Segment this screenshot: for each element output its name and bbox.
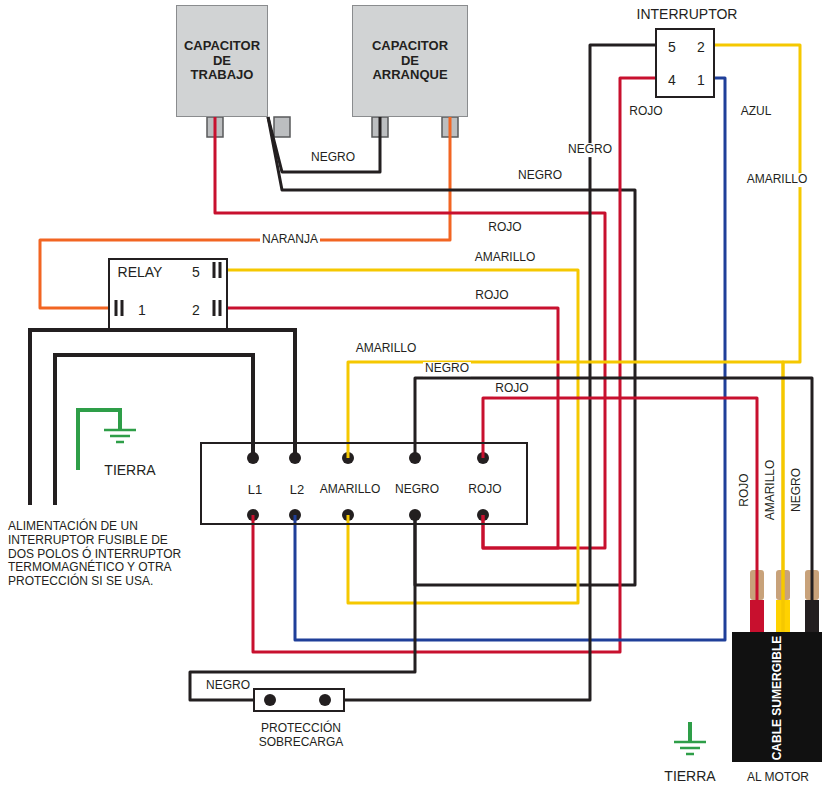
wire-label: NEGRO — [566, 143, 614, 157]
node-label: CAPACITOR DE TRABAJO — [182, 39, 262, 84]
node-label: CABLE SUMERGIBLE — [771, 636, 785, 761]
wire — [268, 117, 635, 585]
wire-label: NEGRO — [309, 151, 357, 165]
wire — [415, 378, 812, 632]
wire-label: ROJO — [627, 105, 664, 119]
pin-label: AMARILLO — [320, 483, 381, 497]
wire-label: AMARILLO — [354, 342, 419, 356]
ground-label: TIERRA — [102, 462, 157, 478]
wire-color-label: AMARILLO — [764, 458, 778, 523]
node-label: L1 — [248, 483, 262, 498]
wire — [483, 398, 757, 632]
wire-color-label: NEGRO — [790, 466, 804, 514]
wire — [295, 78, 725, 640]
ground-label: TIERRA — [662, 768, 717, 784]
pin-label: 4 — [668, 72, 676, 88]
pin-label: 2 — [697, 39, 705, 55]
pin-label: AL MOTOR — [747, 771, 809, 785]
pin-label: 5 — [192, 264, 200, 280]
pin-label: 2 — [192, 302, 200, 318]
pin-label: 1 — [697, 72, 705, 88]
pin-label: 1 — [138, 302, 146, 318]
relay-contacts — [116, 262, 220, 316]
pin-label: NEGRO — [395, 483, 439, 497]
wire-label: NARANJA — [260, 233, 320, 247]
wire — [228, 270, 578, 603]
submersible-cable: CABLE SUMERGIBLEAL MOTOR — [732, 632, 822, 762]
terminal-dots — [247, 452, 489, 706]
wire — [190, 515, 415, 700]
power-feed — [30, 330, 295, 505]
wire — [345, 45, 655, 700]
wire-color-label: ROJO — [738, 471, 752, 508]
wires — [40, 45, 812, 700]
wire-label: ROJO — [493, 382, 530, 396]
wire-label: ROJO — [486, 221, 523, 235]
wire-label: NEGRO — [516, 169, 564, 183]
node-label: PROTECCIÓN SOBRECARGA — [246, 722, 356, 750]
wire — [228, 308, 558, 548]
pin-label: ROJO — [468, 483, 501, 497]
capacitor-box: CAPACITOR DE TRABAJO — [176, 5, 268, 117]
wire — [253, 78, 655, 652]
node-label: INTERRUPTOR — [637, 6, 738, 22]
capacitor-box: CAPACITOR DE ARRANQUE — [352, 5, 468, 117]
pin-label: L2 — [290, 483, 304, 498]
capacitor-terminals — [207, 117, 458, 137]
wire-label: AMARILLO — [473, 251, 538, 265]
ground-symbol — [78, 410, 706, 754]
node-label: RELAY — [118, 264, 163, 280]
pin-label: 5 — [668, 39, 676, 55]
node-label: CAPACITOR DE ARRANQUE — [370, 39, 450, 84]
wire — [348, 362, 783, 632]
supply-note: ALIMENTACIÓN DE UN INTERRUPTOR FUSIBLE D… — [8, 520, 186, 589]
relay-box: RELAY 5 1 2 — [108, 258, 228, 332]
switch-box: INTERRUPTOR5241 — [655, 28, 715, 98]
terminal-block: L1 L2 AMARILLO NEGRO ROJO — [200, 442, 528, 525]
wire-label: AZUL — [739, 105, 774, 119]
wire-label: NEGRO — [423, 362, 471, 376]
wire — [268, 117, 380, 172]
wire-label: AMARILLO — [745, 173, 810, 187]
wire-label: ROJO — [473, 289, 510, 303]
wire-label: NEGRO — [204, 679, 252, 693]
overload-box: PROTECCIÓN SOBRECARGA — [253, 688, 345, 712]
wire — [215, 117, 605, 548]
